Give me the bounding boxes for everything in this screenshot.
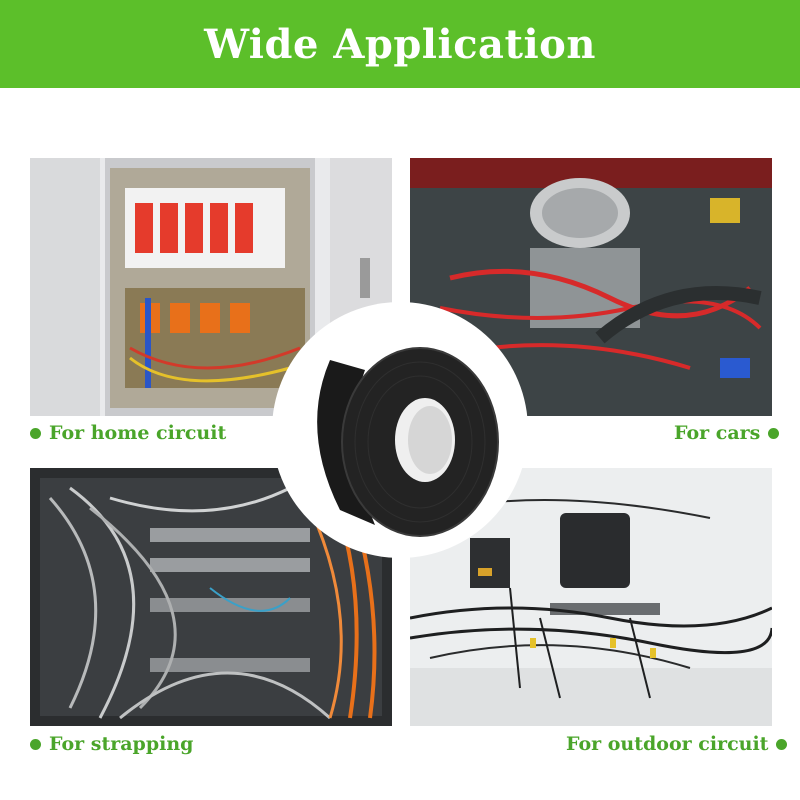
caption-outdoor-circuit: For outdoor circuit	[566, 733, 788, 755]
caption-home-circuit: For home circuit	[30, 422, 226, 444]
bullet-dot-icon	[30, 738, 41, 750]
bullet-dot-icon	[768, 427, 780, 439]
caption-cars: For cars	[674, 422, 780, 444]
home-circuit-photo	[30, 158, 392, 416]
page-title: Wide Application	[204, 20, 596, 68]
caption-strapping: For strapping	[30, 733, 193, 755]
outdoor-wiring-photo	[410, 468, 772, 726]
black-cloth-tape-roll	[270, 300, 530, 560]
title-banner: Wide Application	[0, 0, 800, 88]
bullet-dot-icon	[30, 427, 41, 439]
bullet-dot-icon	[776, 738, 788, 750]
